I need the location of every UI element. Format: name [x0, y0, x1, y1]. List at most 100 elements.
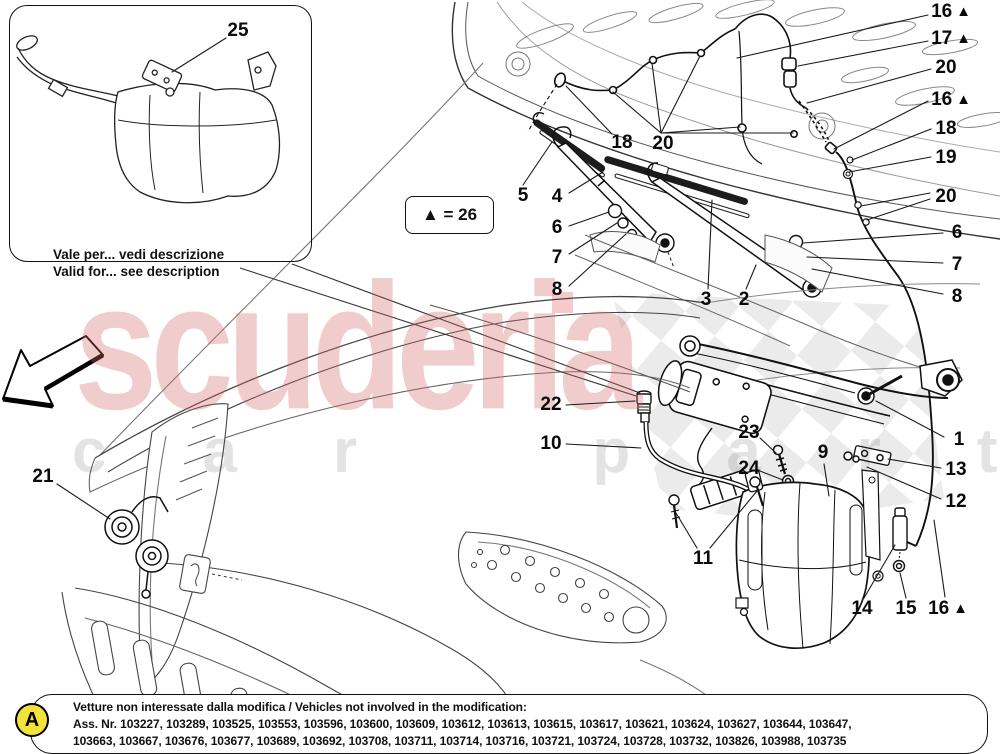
leader-line-8 — [568, 233, 627, 287]
callout-18: 18 — [611, 132, 633, 153]
footer-line-2: Ass. Nr. 103227, 103289, 103525, 103553,… — [73, 717, 852, 731]
leader-line-17 — [797, 40, 929, 67]
wiper-linkage-motor — [657, 335, 963, 511]
triangle-legend: ▲ = 26 — [405, 196, 494, 234]
triangle-marker: ▲ — [956, 31, 971, 47]
leader-line-20 — [651, 62, 662, 134]
triangle-marker: ▲ — [956, 92, 971, 108]
leader-line-20 — [860, 192, 931, 207]
leader-line-6 — [568, 211, 610, 227]
leader-line-22 — [565, 400, 636, 406]
callout-16-tri: 16▲ — [928, 598, 968, 619]
leader-line-16 — [736, 14, 929, 59]
headlight — [457, 531, 667, 644]
leader-line-18 — [851, 128, 932, 161]
validity-note: Vale per... vedi descrizione Valid for..… — [53, 246, 224, 280]
detail-connection-lines — [239, 263, 641, 397]
callout-7: 7 — [951, 254, 963, 275]
inset-reservoir — [16, 35, 281, 204]
leader-line-12 — [866, 466, 942, 500]
callout-16-tri: 16▲ — [931, 89, 971, 110]
callout-16-tri: 16▲ — [931, 1, 971, 22]
callout-2: 2 — [738, 289, 750, 310]
callout-17-tri: 17▲ — [931, 28, 971, 49]
triangle-marker: ▲ — [956, 4, 971, 20]
callout-3: 3 — [700, 289, 712, 310]
leader-line-11 — [709, 490, 758, 549]
callout-8: 8 — [951, 286, 963, 307]
leader-line-11 — [675, 512, 698, 549]
callout-1: 1 — [953, 429, 965, 450]
footer-line-3: 103663, 103667, 103676, 103677, 103689, … — [73, 734, 847, 748]
leader-line-10 — [565, 443, 642, 449]
validity-note-italian: Vale per... vedi descrizione — [53, 247, 225, 262]
callout-20: 20 — [935, 186, 957, 207]
leader-line-15 — [899, 572, 907, 599]
callout-14: 14 — [851, 598, 873, 619]
leader-line-20 — [806, 68, 932, 104]
direction-arrow — [2, 335, 105, 409]
leader-line-1 — [875, 400, 945, 438]
leader-line-3 — [707, 199, 713, 290]
wiper-pivot-hardware — [589, 203, 833, 293]
callout-15: 15 — [895, 598, 917, 619]
callout-13: 13 — [945, 459, 967, 480]
callout-4: 4 — [551, 186, 563, 207]
callout-22: 22 — [540, 394, 562, 415]
leader-line-21 — [56, 483, 111, 520]
callout-7: 7 — [551, 247, 563, 268]
bonnet-washer-hose — [527, 13, 838, 165]
leader-line-20 — [612, 91, 662, 134]
callout-5: 5 — [517, 185, 529, 206]
leader-line-24 — [759, 470, 784, 481]
leader-line-5 — [522, 141, 553, 186]
leader-line-13 — [887, 458, 942, 469]
footer-line-1: Vetture non interessate dalla modifica /… — [73, 700, 527, 714]
callout-20: 20 — [652, 133, 674, 154]
pink-square-watermark — [552, 292, 573, 313]
leader-line-8 — [811, 268, 944, 295]
leader-line-25 — [171, 37, 227, 73]
leader-line-23 — [759, 437, 777, 454]
callout-10: 10 — [540, 433, 562, 454]
callout-24: 24 — [738, 458, 760, 479]
leader-line-2 — [745, 264, 757, 290]
modification-badge: A — [15, 703, 49, 737]
leader-line-9 — [823, 463, 830, 497]
leader-line-7 — [568, 222, 618, 255]
callout-6: 6 — [551, 217, 563, 238]
hose-elbow-and-cap — [636, 390, 753, 494]
callout-8: 8 — [551, 279, 563, 300]
callout-20: 20 — [935, 57, 957, 78]
leader-line-14 — [863, 544, 896, 599]
callout-18: 18 — [935, 118, 957, 139]
leader-line-6 — [802, 232, 944, 244]
reservoir-supply-hose — [835, 151, 934, 547]
validity-note-english: Valid for... see description — [53, 264, 220, 279]
emblem — [179, 554, 243, 594]
horn — [104, 496, 169, 599]
detail-inset-box — [9, 5, 312, 262]
callout-21: 21 — [32, 466, 54, 487]
callout-19: 19 — [935, 147, 957, 168]
leader-line-20 — [660, 55, 701, 134]
washer-pump — [892, 507, 917, 573]
callout-23: 23 — [738, 422, 760, 443]
leader-line-16 — [933, 519, 946, 598]
leader-line-7 — [806, 256, 944, 264]
bonnet-underside — [451, 0, 1000, 240]
callout-9: 9 — [817, 442, 829, 463]
callout-11: 11 — [692, 548, 714, 569]
leader-line-4 — [568, 171, 604, 194]
washer-reservoir — [668, 469, 884, 649]
leader-line-19 — [848, 156, 932, 173]
leader-line-20 — [660, 126, 741, 134]
callout-12: 12 — [945, 491, 967, 512]
footer-text: Vetture non interessate dalla modifica /… — [73, 699, 852, 750]
leader-line-20 — [866, 198, 931, 221]
leader-line-16 — [833, 100, 929, 150]
callout-6: 6 — [951, 222, 963, 243]
